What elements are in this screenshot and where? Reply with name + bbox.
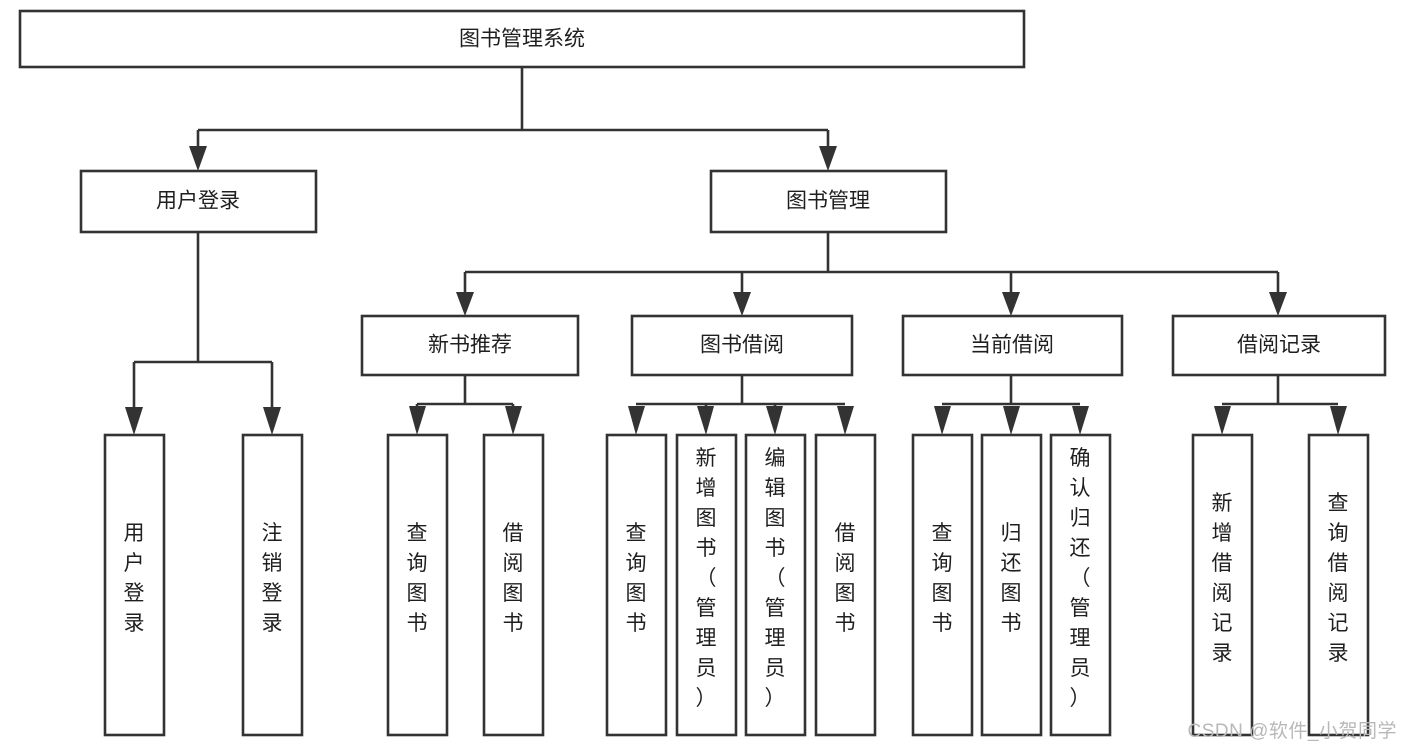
leaf-borrow-book-2-box[interactable] xyxy=(814,433,877,737)
leaf-query-book-3-label: 查询图书 xyxy=(932,522,953,635)
arrow-borrow-to-add-book xyxy=(697,406,714,435)
node-root-box[interactable] xyxy=(18,9,1026,69)
node-bookmgmt[interactable]: 图书管理 xyxy=(709,169,948,234)
node-login[interactable]: 用户登录 xyxy=(79,169,318,234)
leaf-query-book-1-label: 查询图书 xyxy=(407,522,428,635)
node-bookmgmt-box[interactable] xyxy=(709,169,948,234)
leaf-query-record-label: 查询借阅记录 xyxy=(1328,492,1349,665)
node-current[interactable]: 当前借阅 xyxy=(901,314,1124,377)
leaf-return-book-label: 归还图书 xyxy=(1001,522,1022,635)
arrow-root-to-bookmgmt xyxy=(819,146,837,171)
node-newbook-box[interactable] xyxy=(360,314,580,377)
leaf-user-login[interactable]: 用户登录 xyxy=(103,433,166,737)
leaf-edit-book-label: 编辑图书（管理员） xyxy=(765,447,786,710)
node-newbook-label: 新书推荐 xyxy=(428,334,512,357)
leaf-query-book-3[interactable]: 查询图书 xyxy=(911,433,974,737)
leaf-add-record[interactable]: 新增借阅记录 xyxy=(1191,433,1254,737)
node-records-label: 借阅记录 xyxy=(1237,334,1321,357)
arrow-records-to-add-record xyxy=(1214,406,1231,435)
arrow-current-to-query-book xyxy=(934,406,951,435)
leaf-add-book[interactable]: 新增图书（管理员） xyxy=(675,433,738,737)
arrow-records-to-query-record xyxy=(1330,406,1347,435)
arrow-newbook-to-query-book xyxy=(409,406,426,435)
arrow-current-to-return-book xyxy=(1003,406,1020,435)
leaf-query-book-2[interactable]: 查询图书 xyxy=(605,433,668,737)
leaf-add-book-box[interactable] xyxy=(675,433,738,737)
leaf-user-logout[interactable]: 注销登录 xyxy=(241,433,304,737)
arrow-bookmgmt-to-current xyxy=(1002,292,1020,316)
arrow-bookmgmt-to-borrow xyxy=(733,292,751,316)
leaf-edit-book[interactable]: 编辑图书（管理员） xyxy=(744,433,807,737)
leaf-user-login-label: 用户登录 xyxy=(124,522,145,635)
arrow-bookmgmt-to-records xyxy=(1269,292,1287,316)
leaf-borrow-book-1[interactable]: 借阅图书 xyxy=(482,433,545,737)
node-bookmgmt-label: 图书管理 xyxy=(786,190,870,213)
node-records[interactable]: 借阅记录 xyxy=(1171,314,1387,377)
leaf-add-record-box[interactable] xyxy=(1191,433,1254,737)
arrow-login-to-user-logout xyxy=(263,407,281,435)
node-borrow-box[interactable] xyxy=(630,314,854,377)
leaf-query-book-1[interactable]: 查询图书 xyxy=(386,433,449,737)
connector-layer xyxy=(125,67,1347,435)
arrow-borrow-to-query-book xyxy=(628,406,645,435)
node-login-box[interactable] xyxy=(79,169,318,234)
node-records-box[interactable] xyxy=(1171,314,1387,377)
leaf-borrow-book-1-label: 借阅图书 xyxy=(503,522,524,635)
leaf-query-book-2-label: 查询图书 xyxy=(626,522,647,635)
leaf-add-record-label: 新增借阅记录 xyxy=(1212,492,1233,665)
leaf-query-book-1-box[interactable] xyxy=(386,433,449,737)
node-root[interactable]: 图书管理系统 xyxy=(18,9,1026,69)
node-current-box[interactable] xyxy=(901,314,1124,377)
leaf-user-logout-label: 注销登录 xyxy=(262,522,283,635)
node-newbook[interactable]: 新书推荐 xyxy=(360,314,580,377)
leaf-query-record-box[interactable] xyxy=(1307,433,1370,737)
leaf-borrow-book-1-box[interactable] xyxy=(482,433,545,737)
leaf-return-book-box[interactable] xyxy=(980,433,1043,737)
leaf-user-login-box[interactable] xyxy=(103,433,166,737)
leaf-query-book-2-box[interactable] xyxy=(605,433,668,737)
leaf-edit-book-box[interactable] xyxy=(744,433,807,737)
leaf-user-logout-box[interactable] xyxy=(241,433,304,737)
leaf-confirm-return-label: 确认归还（管理员） xyxy=(1070,447,1091,710)
arrow-borrow-to-borrow-book xyxy=(837,406,854,435)
leaf-borrow-book-2[interactable]: 借阅图书 xyxy=(814,433,877,737)
csdn-watermark: CSDN @软件_小贺同学 xyxy=(1187,721,1397,742)
leaf-return-book[interactable]: 归还图书 xyxy=(980,433,1043,737)
arrow-bookmgmt-to-newbook xyxy=(456,292,474,316)
arrow-root-to-login xyxy=(189,146,207,171)
leaf-borrow-book-2-label: 借阅图书 xyxy=(835,522,856,635)
leaf-query-record[interactable]: 查询借阅记录 xyxy=(1307,433,1370,737)
node-borrow-label: 图书借阅 xyxy=(700,334,784,357)
node-root-label: 图书管理系统 xyxy=(459,28,585,51)
node-borrow[interactable]: 图书借阅 xyxy=(630,314,854,377)
leaf-confirm-return[interactable]: 确认归还（管理员） xyxy=(1049,433,1112,737)
arrow-login-to-user-login xyxy=(125,407,143,435)
leaf-confirm-return-box[interactable] xyxy=(1049,433,1112,737)
leaf-query-book-3-box[interactable] xyxy=(911,433,974,737)
leaf-add-book-label: 新增图书（管理员） xyxy=(696,447,717,710)
node-current-label: 当前借阅 xyxy=(970,334,1054,357)
arrow-newbook-to-borrow-book xyxy=(505,406,522,435)
node-login-label: 用户登录 xyxy=(156,190,240,213)
arrow-borrow-to-edit-book xyxy=(766,406,783,435)
arrow-current-to-confirm-return xyxy=(1072,406,1089,435)
